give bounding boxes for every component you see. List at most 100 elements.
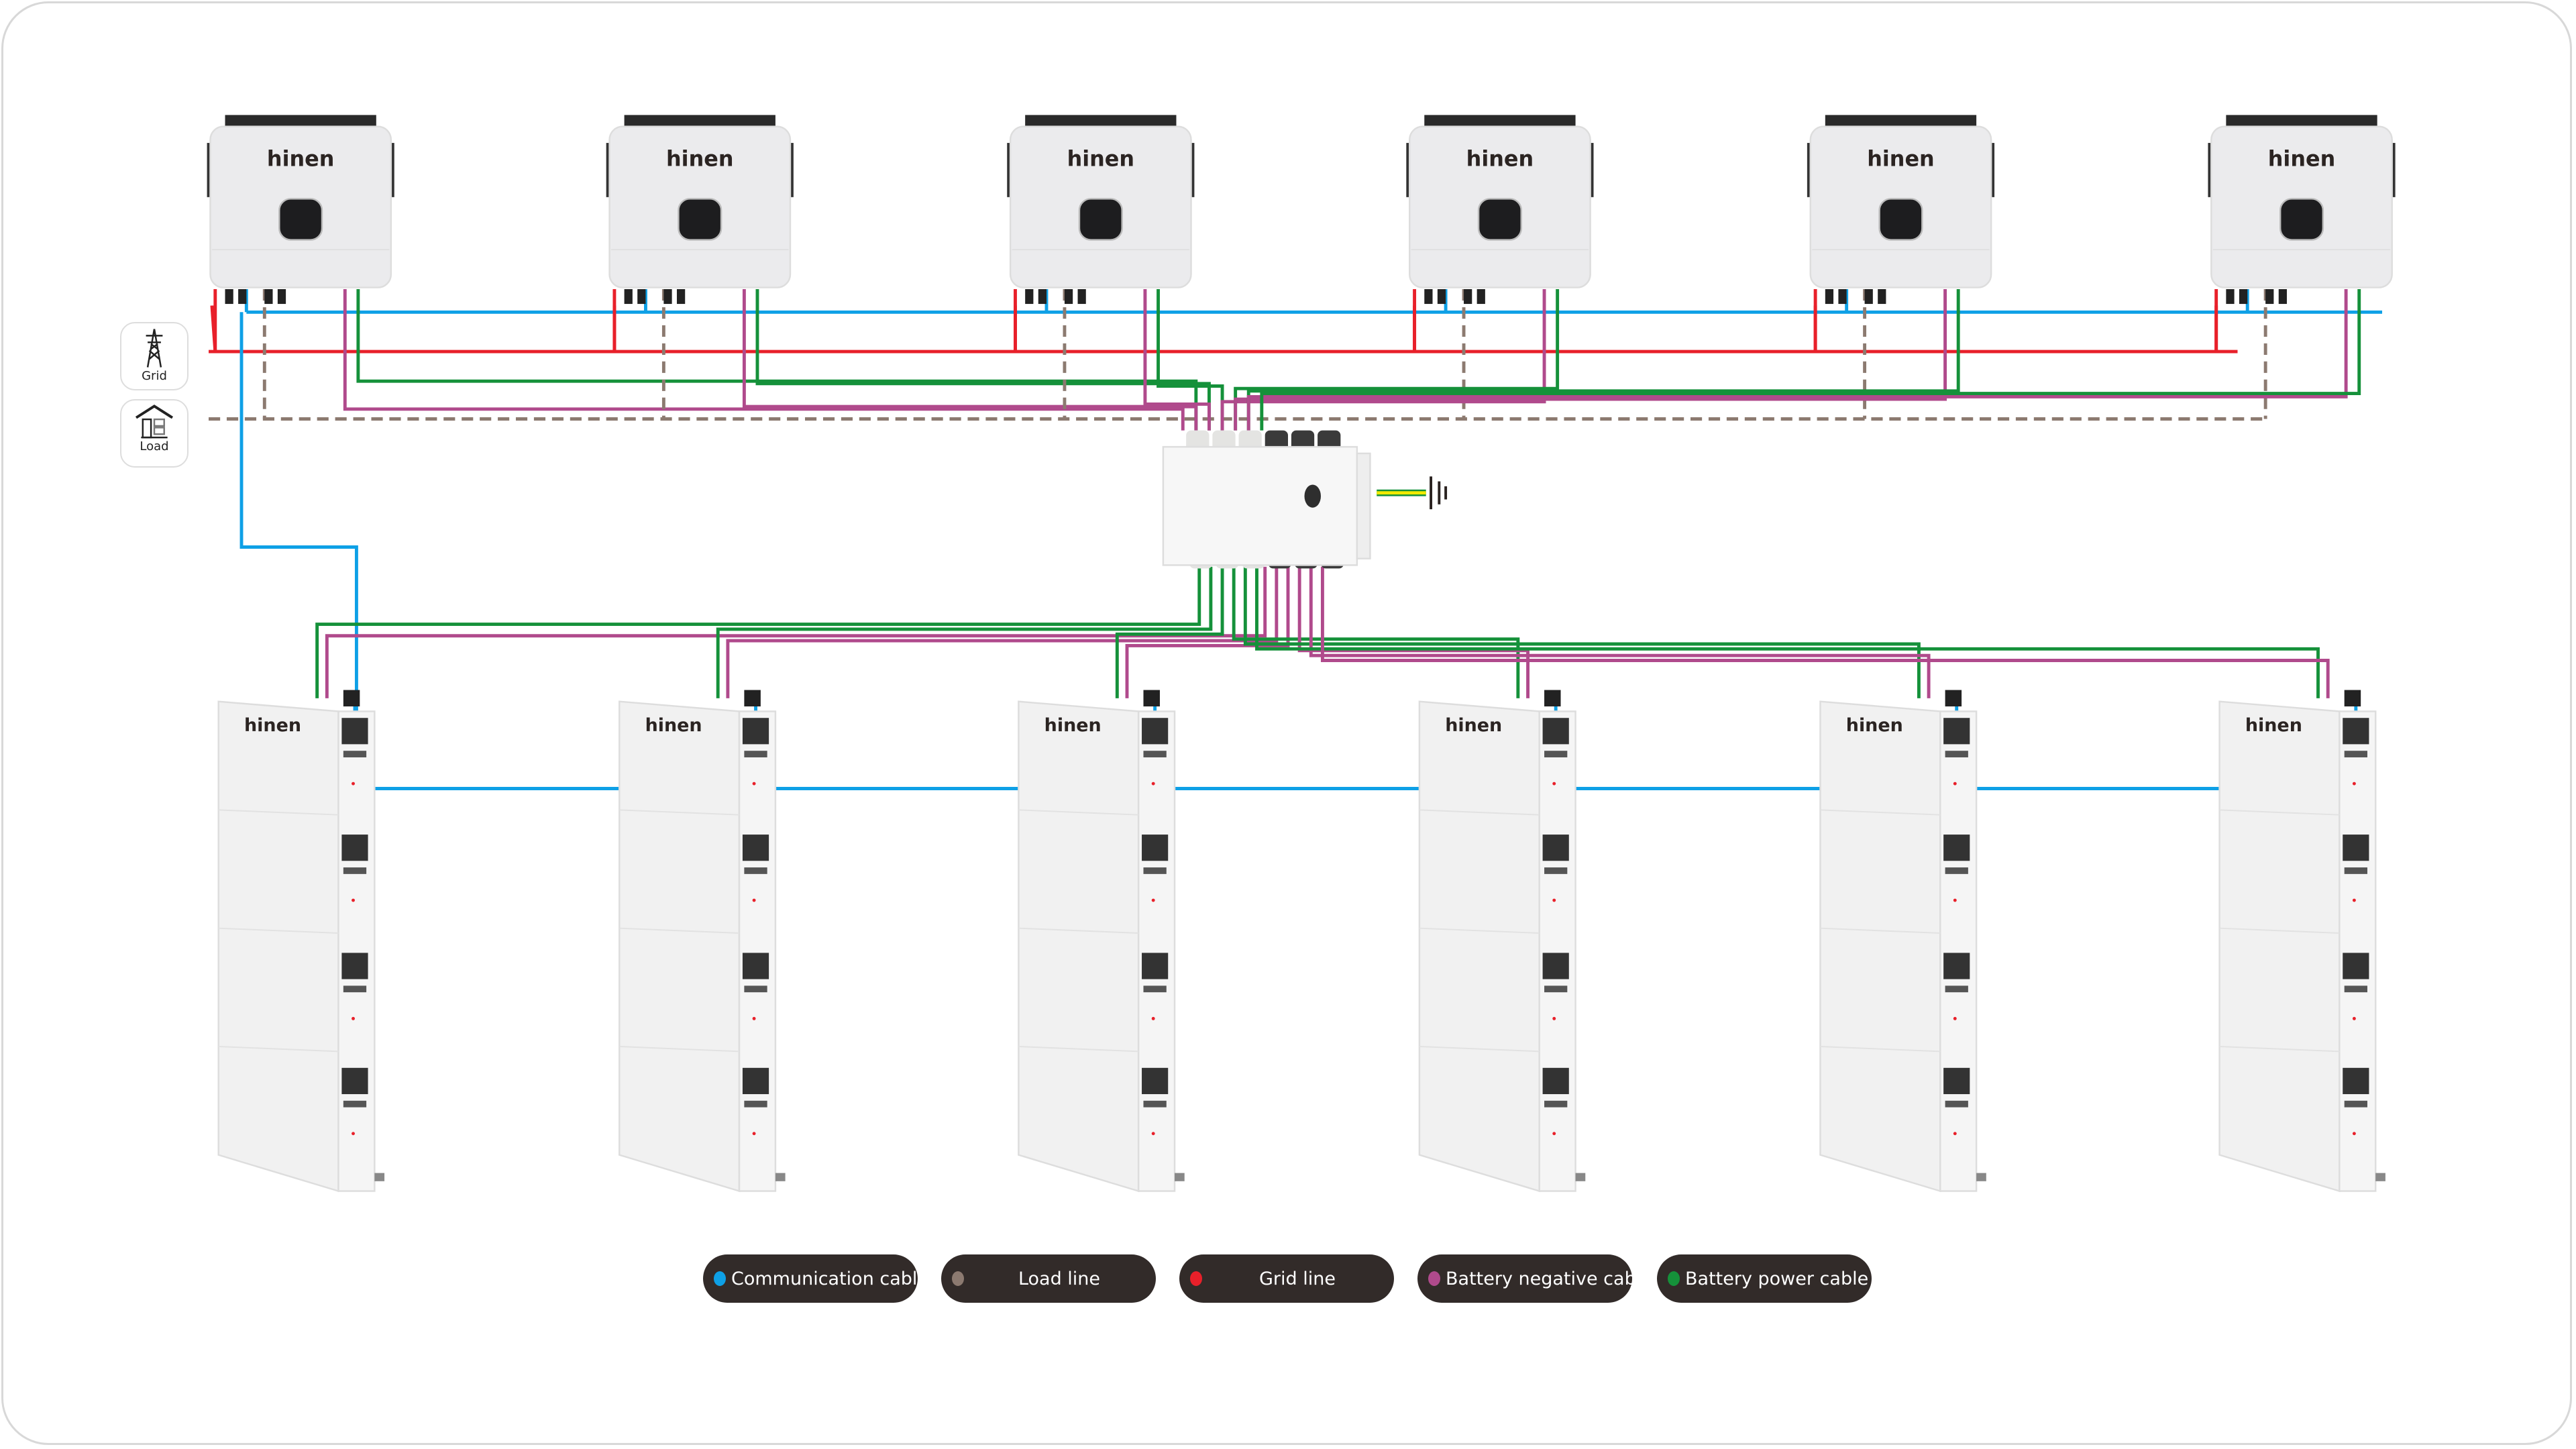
battery-port-slot — [343, 751, 367, 757]
connector — [1437, 289, 1446, 305]
inverter-display — [1078, 198, 1123, 241]
legend-swatch — [1428, 1271, 1440, 1286]
battery-negative-cable — [1220, 289, 1546, 431]
inverter-display — [1477, 198, 1522, 241]
battery-power-cable — [1243, 566, 1921, 698]
connector — [225, 289, 233, 305]
battery-port-slot — [1945, 1100, 1968, 1108]
status-led — [1953, 1132, 1957, 1136]
battery-port — [1943, 718, 1970, 745]
battery-port-slot — [2344, 751, 2367, 757]
battery-side — [337, 710, 376, 1192]
status-led — [2352, 782, 2356, 786]
battery-terminal — [744, 690, 761, 707]
battery-6: hinen — [2218, 690, 2385, 1193]
battery-port-slot — [2344, 1100, 2367, 1108]
legend-battery-negative-cable: Battery negative cable — [1417, 1254, 1652, 1303]
battery-port-slot — [1143, 985, 1167, 993]
battery-port — [2343, 835, 2369, 861]
inverter-2: hinen — [606, 115, 794, 305]
inverter-6: hinen — [2208, 115, 2396, 305]
module-seam — [1419, 809, 1540, 816]
battery-negative-cable — [343, 289, 1185, 431]
module-seam — [1018, 1046, 1139, 1053]
brand-logo: hinen — [645, 715, 702, 736]
grid-label: Grid — [142, 369, 167, 383]
battery-negative-cable — [1125, 566, 1290, 698]
battery-port-slot — [744, 1100, 767, 1108]
battery-side — [1538, 710, 1576, 1192]
legend-swatch — [1190, 1271, 1202, 1286]
battery-port-slot — [1143, 1100, 1167, 1108]
battery-1: hinen — [217, 690, 385, 1193]
battery-negative-cable — [1320, 566, 2330, 698]
inverter-handle — [788, 143, 794, 197]
module-seam — [1018, 927, 1139, 934]
connector — [2265, 289, 2274, 305]
legend-swatch — [714, 1271, 726, 1286]
connector — [676, 289, 686, 305]
inverter-handle — [1589, 143, 1594, 197]
battery-port-slot — [343, 985, 367, 993]
battery-foot — [775, 1173, 786, 1181]
mounting-bracket — [1025, 115, 1177, 127]
battery-side — [1939, 710, 1978, 1192]
module-seam — [1419, 927, 1540, 934]
mounting-bracket — [225, 115, 376, 127]
battery-port-slot — [1143, 751, 1167, 757]
battery-port-slot — [1544, 985, 1568, 993]
connector — [264, 289, 273, 305]
status-led — [1552, 898, 1556, 902]
status-led — [1953, 782, 1957, 786]
brand-logo: hinen — [244, 715, 301, 736]
inverter-display — [278, 198, 323, 241]
status-led — [352, 1132, 355, 1136]
battery-port-slot — [2344, 867, 2367, 874]
connector — [1477, 289, 1485, 305]
battery-port — [1542, 953, 1569, 979]
brand-logo: hinen — [2268, 146, 2335, 171]
wires — [209, 289, 2383, 790]
load-label: Load — [140, 439, 169, 453]
connector — [663, 289, 672, 305]
brand-logo: hinen — [1445, 715, 1502, 736]
battery-negative-cable — [325, 566, 1267, 698]
battery-front — [1819, 700, 1941, 1193]
combiner-side — [1356, 452, 1371, 559]
battery-port — [1142, 1067, 1169, 1095]
connector — [1424, 289, 1433, 305]
combiner-box — [1162, 430, 1371, 569]
legend-battery-power-cable: Battery power cable — [1657, 1254, 1872, 1303]
battery-port — [1542, 1067, 1569, 1095]
connector — [277, 289, 286, 305]
status-led — [1953, 898, 1957, 902]
connector — [1864, 289, 1873, 305]
brand-logo: hinen — [1466, 146, 1534, 171]
battery-port-slot — [1945, 867, 1968, 874]
battery-port — [341, 953, 368, 979]
battery-front — [1418, 700, 1540, 1193]
status-led — [1151, 782, 1155, 786]
battery-front — [2218, 700, 2341, 1193]
brand-logo: hinen — [1867, 146, 1934, 171]
battery-power-cable — [1255, 566, 2320, 698]
battery-side — [2339, 710, 2377, 1192]
battery-foot — [374, 1173, 385, 1181]
battery-port-slot — [1945, 751, 1968, 757]
battery-terminal — [1544, 690, 1561, 707]
battery-port-slot — [343, 1100, 367, 1108]
battery-port-slot — [1945, 985, 1968, 993]
module-seam — [1018, 809, 1139, 816]
brand-logo: hinen — [2245, 715, 2302, 736]
battery-port — [1542, 835, 1569, 861]
battery-port-slot — [1544, 867, 1568, 874]
status-led — [1151, 1132, 1155, 1136]
battery-5: hinen — [1819, 690, 1986, 1193]
inverter-1: hinen — [207, 115, 394, 305]
battery-port — [1142, 718, 1169, 745]
battery-2: hinen — [619, 690, 786, 1193]
battery-power-cable — [1115, 566, 1224, 698]
